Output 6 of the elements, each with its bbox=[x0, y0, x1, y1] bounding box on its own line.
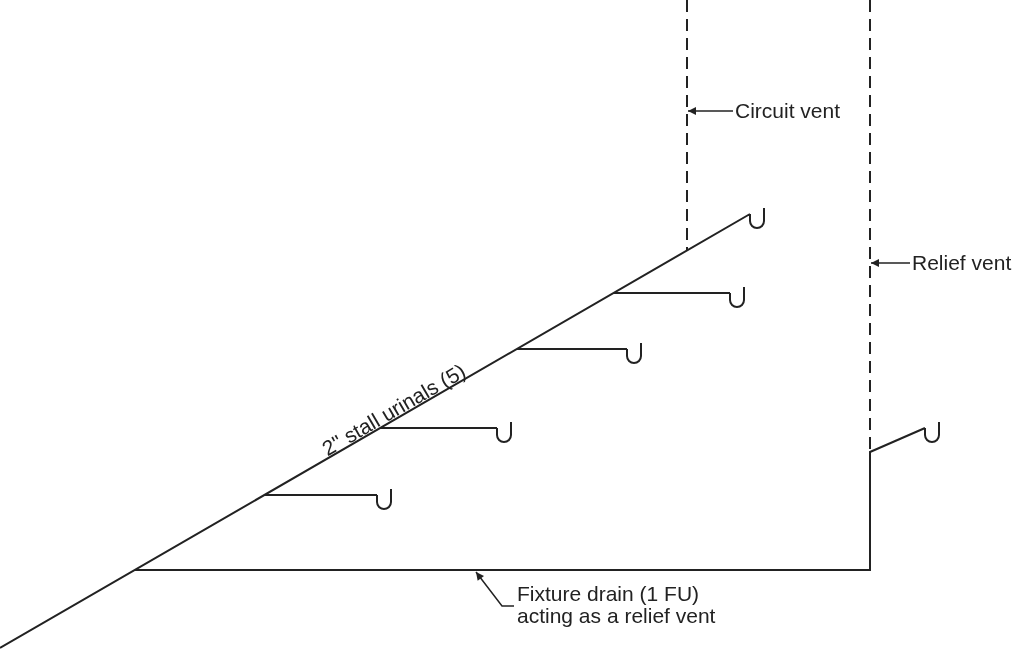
callout-text: Fixture drain (1 FU) acting as a relief vent bbox=[517, 583, 757, 627]
callout-text: Circuit vent bbox=[735, 100, 865, 122]
callout-text: Relief vent bbox=[912, 252, 1022, 274]
leader-line bbox=[870, 259, 911, 267]
leader-line bbox=[687, 107, 734, 115]
leader-line bbox=[475, 571, 515, 607]
